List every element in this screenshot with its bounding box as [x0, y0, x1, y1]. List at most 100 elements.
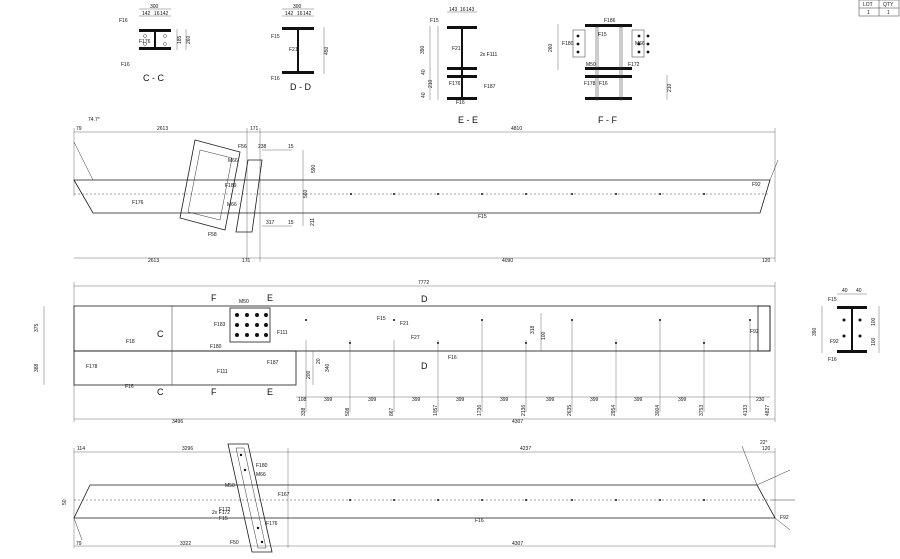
elev1-callout-4: F189: [225, 183, 237, 189]
elev1-bottom-dim-3: 4090: [502, 258, 513, 264]
ff-callout-3: F180: [562, 41, 574, 47]
elev2-callout-6: F167: [278, 492, 290, 498]
marker-c-bottom: C: [157, 387, 164, 397]
ee-callout-5: F187: [484, 84, 496, 90]
plan-callout-13: F16: [448, 355, 457, 361]
elev2-callout-4: F172: [219, 507, 231, 513]
elev1-callout-2: F56: [238, 144, 247, 150]
section-cc: 300 142 16 142 185 260 F16 F176 F16 C - …: [119, 4, 192, 83]
elev2-callout-10: F92: [780, 515, 789, 521]
plan-vert-dim-3: 340: [325, 363, 331, 372]
ee-side-dim-2: 40: [421, 69, 427, 75]
end-side-dim-1: 390: [812, 327, 818, 336]
elev1-sub-dim-5: 15: [288, 220, 294, 226]
ff-callout-5: M50: [586, 62, 596, 68]
plan-running-dim-7: 2635: [567, 405, 573, 416]
section-ff-label: F - F: [598, 115, 617, 125]
marker-e-bottom: E: [267, 387, 273, 397]
elev2-bottom-dim-3: 4307: [512, 541, 523, 547]
plan-callout-4: F15: [377, 316, 386, 322]
title-block: LOT QTY 1 1: [858, 0, 900, 17]
end-top-dim-2: 40: [856, 288, 862, 294]
plan-vert-dim-2: 100: [541, 331, 547, 340]
ff-callout-6: F172: [628, 62, 640, 68]
plan-callout-2: F183: [214, 322, 226, 328]
elev1-sub-dim-4: 317: [266, 220, 275, 226]
section-ee: 143 16 143 390 40 210 40 F15 F21 2x F111…: [420, 7, 498, 125]
elev1-callout-1: F176: [132, 200, 144, 206]
lot-header: LOT: [863, 2, 873, 8]
ff-callout-8: F16: [599, 81, 608, 87]
elev1-callout-7: F15: [478, 214, 487, 220]
elev2-top-dim-2: 3296: [182, 446, 193, 452]
plan-station-dim-2: 399: [324, 397, 333, 403]
plan-callout-6: F18: [126, 339, 135, 345]
elev1-sub-dim-6: 211: [310, 218, 316, 226]
dd-callout-3: F16: [271, 76, 280, 82]
dd-sub-dim-3: 142: [303, 11, 312, 17]
qty-value: 1: [887, 10, 890, 16]
plan-callout-11: F27: [411, 335, 420, 341]
plan-left-dim-1: 375: [34, 323, 40, 332]
lot-value: 1: [867, 10, 870, 16]
elev2-top-dim-3: 4237: [520, 446, 531, 452]
marker-c-top: C: [157, 329, 164, 339]
plan-bottom-dim-1: 3496: [172, 419, 183, 425]
elev1-angle: 74.7°: [88, 117, 100, 123]
ee-top-dim-2: 16: [460, 7, 466, 13]
ee-top-dim-1: 143: [449, 7, 458, 13]
dd-top-dim: 300: [293, 4, 302, 10]
dd-sub-dim-1: 142: [285, 11, 294, 17]
elev1-bolt-marks: [350, 193, 705, 195]
section-dd: 300 142 16 142 450 F15 F21 F16 D - D: [271, 4, 330, 92]
elev2-callout-2: M66: [256, 472, 266, 478]
ee-callout-4: F176: [449, 81, 461, 87]
plan-overall-dim: 7772: [418, 280, 429, 286]
plan-running-dim-2: 508: [345, 407, 351, 416]
cc-sub-dim-2: 16: [154, 11, 160, 17]
elevation-top: 2613 171 4810 74.7° 79 238 15 560 317 15…: [73, 117, 779, 264]
cc-callout-2: F176: [139, 39, 151, 45]
elev1-callout-5: M66: [227, 202, 237, 208]
plan-running-dim-3: 867: [389, 407, 395, 416]
section-cc-label: C - C: [143, 73, 164, 83]
ff-callout-2: F15: [598, 32, 607, 38]
elev1-callout-3: M66: [228, 158, 238, 164]
cc-callout-1: F16: [119, 18, 128, 24]
marker-e-top: E: [267, 293, 273, 303]
section-end: 40 40 390 100 100 F15 F92 F16: [812, 288, 880, 363]
elevation-bottom: 114 3296 4237 120 22° F180 M66 M50 F172 …: [62, 440, 795, 553]
dd-callout-2: F21: [289, 47, 298, 53]
plan-callout-10: F187: [267, 360, 279, 366]
elev2-note: 2x F172: [212, 510, 230, 516]
plan-callout-3: F111: [277, 330, 288, 336]
elev1-left-dim: 79: [76, 126, 82, 132]
elev1-bottom-dim-2: 171: [242, 258, 251, 264]
plan-station-dim-10: 399: [678, 397, 687, 403]
marker-d-top: D: [421, 294, 428, 304]
ee-side-dim-3: 210: [428, 79, 434, 88]
plan-callout-9: F111: [217, 369, 228, 375]
plan-station-dim-3: 399: [368, 397, 377, 403]
end-callout-1: F15: [828, 297, 837, 303]
dd-callout-1: F15: [271, 34, 280, 40]
plan-station-dim-8: 399: [590, 397, 599, 403]
cc-side-dim-2: 260: [186, 35, 192, 44]
plan-callout-7: F178: [86, 364, 98, 370]
plan-bottom-dim-2: 4307: [512, 419, 523, 425]
elev1-bottom-dim-1: 2613: [148, 258, 159, 264]
elev2-callout-1: F180: [256, 463, 268, 469]
elev1-callout-8: F92: [752, 182, 761, 188]
plan-station-dim-1: 108: [298, 397, 307, 403]
end-side-dim-3: 100: [871, 337, 877, 346]
plan-station-dim-5: 399: [456, 397, 465, 403]
plan-station-ticks: [305, 320, 751, 412]
plan-callout-1: M50: [239, 299, 249, 305]
cc-top-dim: 300: [150, 4, 159, 10]
dd-sub-dim-2: 16: [297, 11, 303, 17]
marker-f-bottom: F: [211, 387, 217, 397]
elev2-callout-9: F16: [475, 518, 484, 524]
plan-running-dim-8: 2954: [611, 405, 617, 416]
end-side-dim-2: 100: [871, 317, 877, 326]
